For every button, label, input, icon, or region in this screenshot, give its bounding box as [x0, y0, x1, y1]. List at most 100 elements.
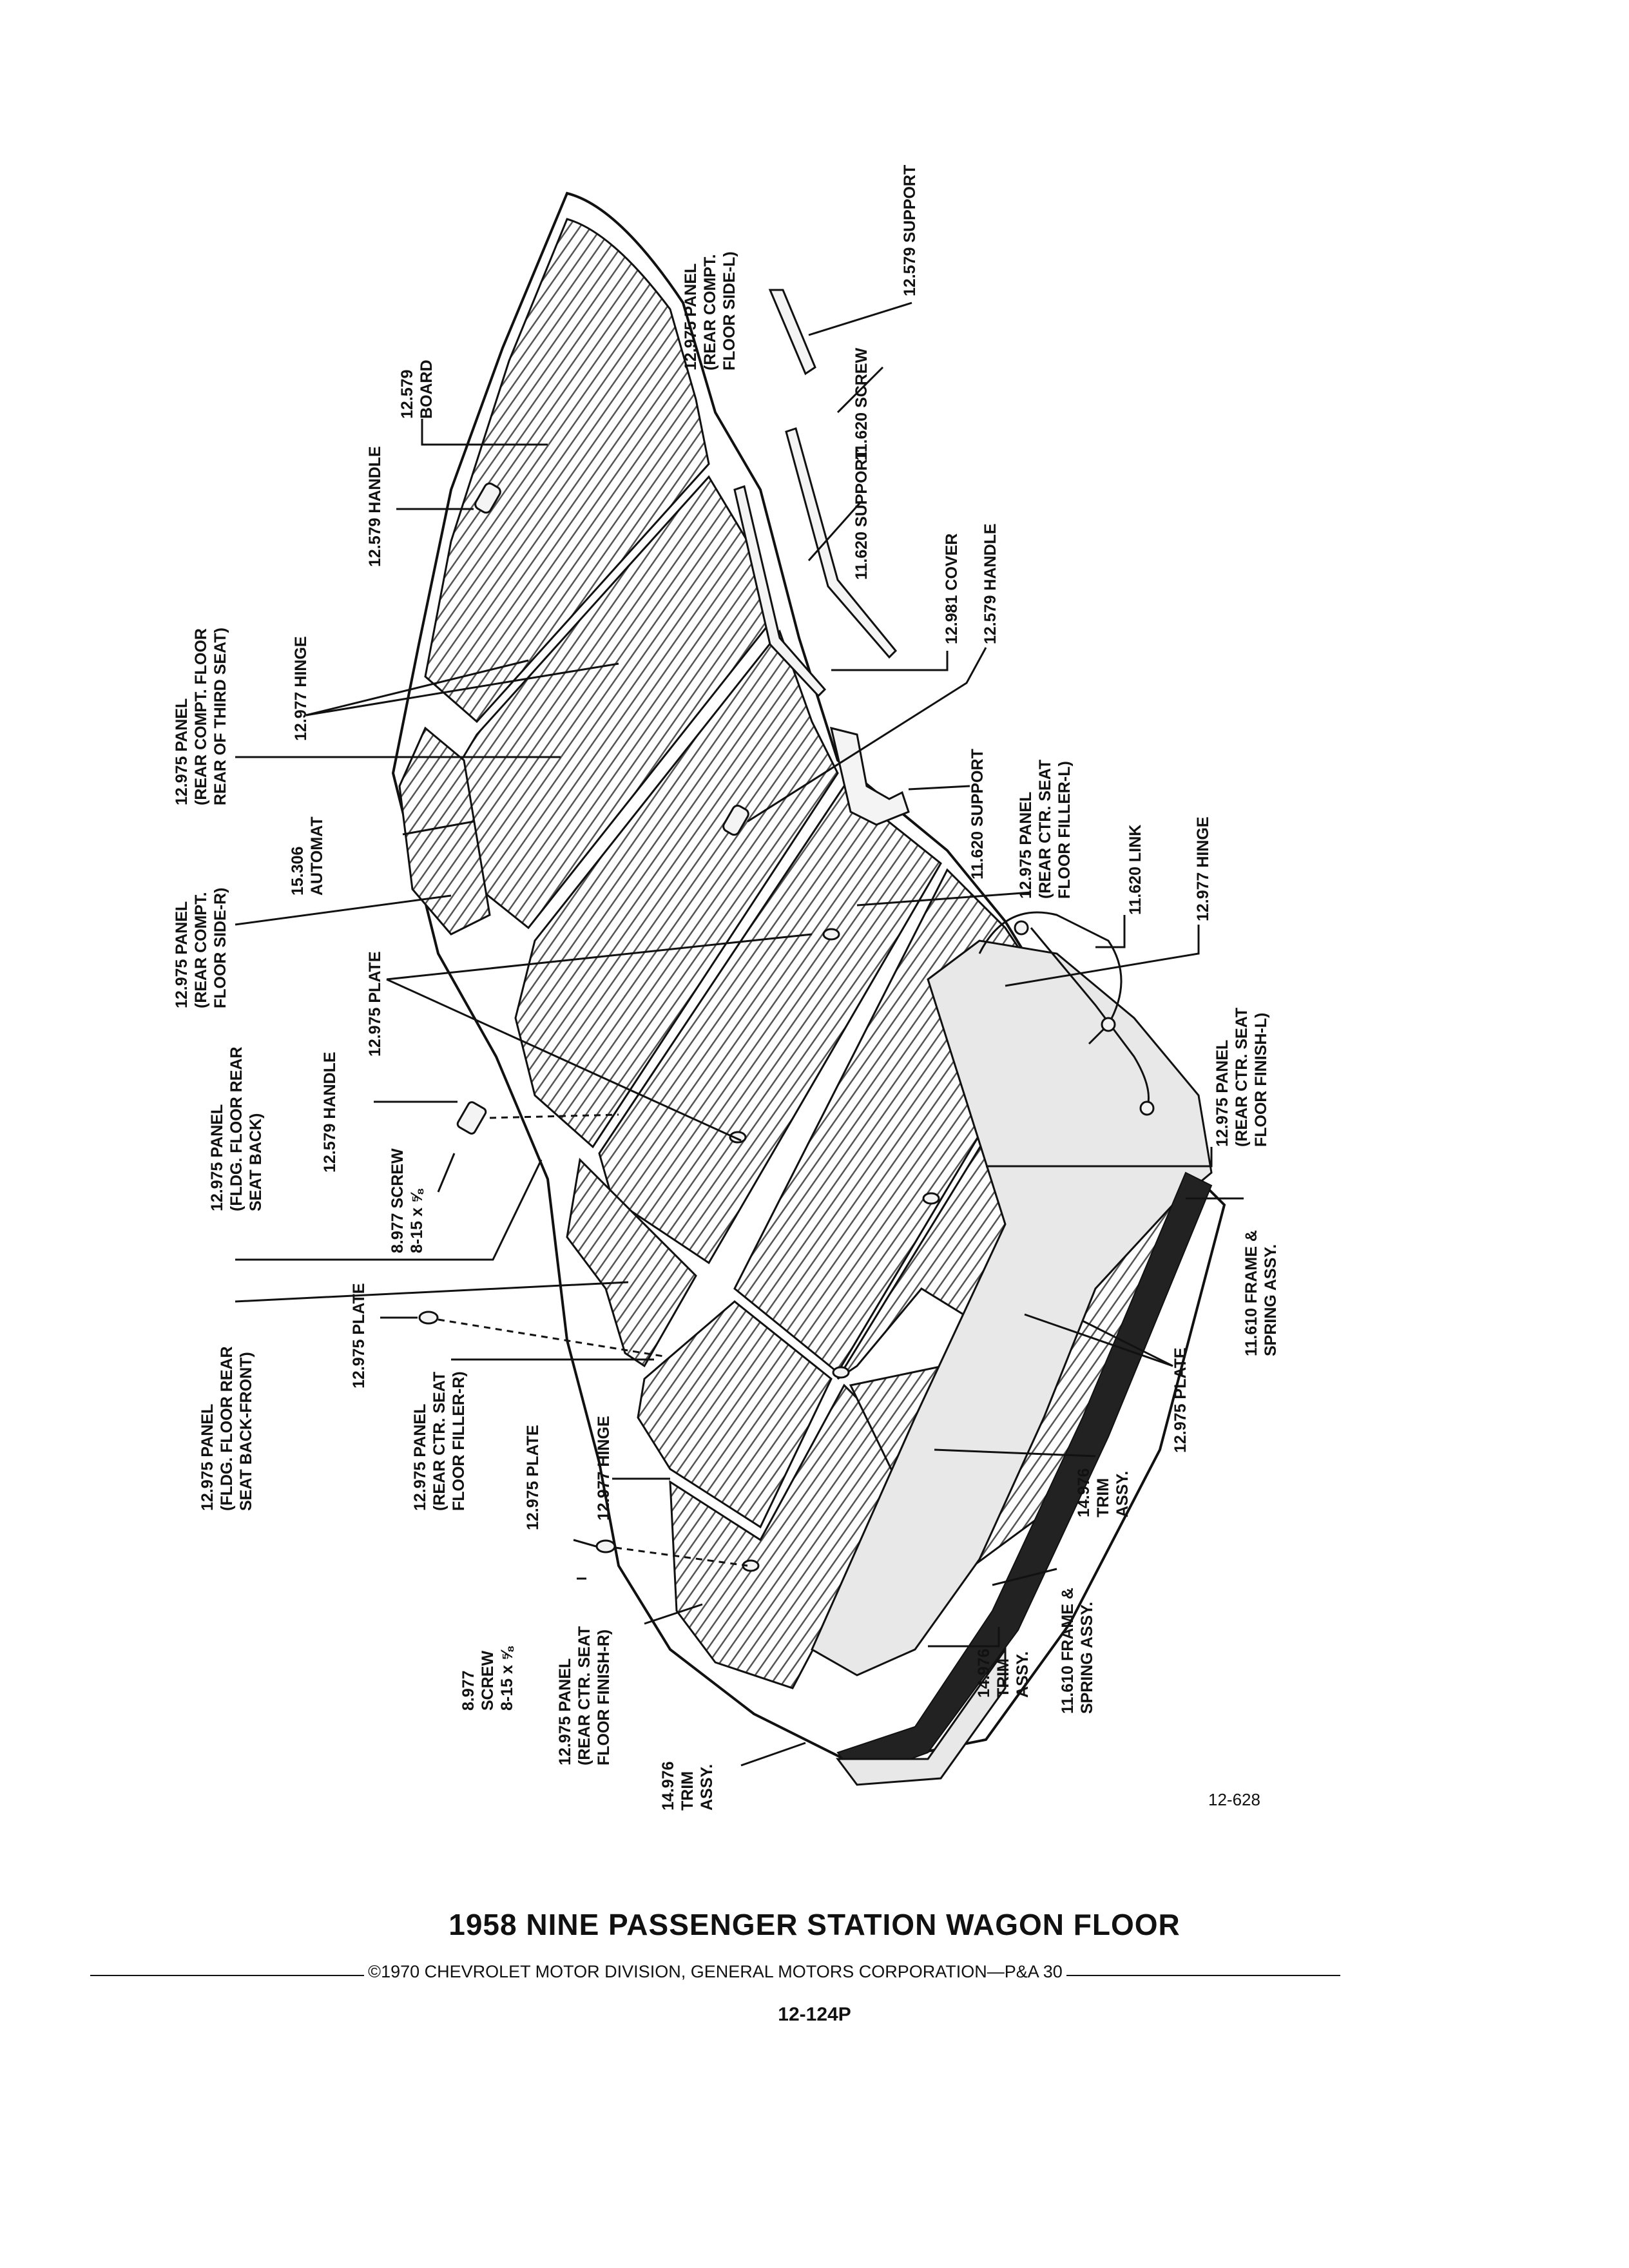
leader-trim-b [934, 1448, 1096, 1457]
leader-automat [402, 820, 474, 836]
leader-screw-a [437, 1153, 456, 1193]
link-pivot-1 [1014, 920, 1029, 936]
panel-side-r [398, 726, 491, 936]
plate-part-2 [595, 1539, 616, 1553]
leader-board [421, 419, 548, 446]
plate-part-1 [418, 1311, 439, 1325]
panel-filler-r [637, 1300, 833, 1529]
label-panel-filler-l: 12.975 PANEL (REAR CTR. SEAT FLOOR FILLE… [1017, 755, 1074, 899]
label-support-11620-b: 11.620 SUPPORT [969, 749, 987, 879]
label-board: 12.579 BOARD [398, 360, 436, 419]
leader-lines [235, 302, 1244, 1767]
page-code: 12-124P [778, 2004, 851, 2025]
plate-part-5 [832, 1366, 850, 1379]
panel-middle-2 [598, 784, 942, 1265]
leader-hinge-top-2 [305, 662, 619, 716]
plate-part-4 [822, 928, 840, 941]
leader-support-11620-b [908, 785, 970, 791]
seat-lower-trim [836, 1646, 1007, 1786]
label-plate-c: 12.975 PLATE [524, 1425, 542, 1530]
label-hinge-right: 12.977 HINGE [1194, 816, 1212, 921]
plate-part-6 [922, 1192, 940, 1205]
label-handle-right: 12.579 HANDLE [981, 523, 999, 644]
handle-right-part [722, 804, 749, 836]
label-plate-b: 12.975 PLATE [350, 1283, 368, 1389]
dash-plate-1 [438, 1318, 664, 1358]
label-plate-a: 12.975 PLATE [366, 951, 384, 1057]
callout-labels: 12.579 BOARD 12.579 HANDLE 12.975 PANEL … [173, 165, 1280, 1811]
figure-number: 12-628 [1208, 1790, 1260, 1809]
label-handle-left: 12.579 HANDLE [321, 1052, 339, 1173]
leader-frame-b [992, 1568, 1057, 1586]
label-handle-top: 12.579 HANDLE [366, 446, 384, 567]
label-panel-side-r: 12.975 PANEL (REAR COMPT. FLOOR SIDE-R) [173, 887, 229, 1008]
label-hinge-bottom: 12.977 HINGE [595, 1416, 613, 1521]
leader-hinge-top-1 [305, 659, 529, 716]
rule-left [90, 1974, 365, 1976]
label-panel-side-l: 12.975 PANEL (REAR COMPT. FLOOR SIDE-L) [682, 249, 738, 370]
leader-hinge-right [1005, 925, 1200, 987]
label-trim-b: 14.976 TRIM ASSY. [1075, 1464, 1132, 1517]
seat-cushion [811, 939, 1213, 1677]
leader-support-12579 [808, 302, 912, 336]
leader-plate-d-1 [1024, 1313, 1173, 1367]
leader-handle-right [747, 647, 987, 823]
screw-11620-part [785, 427, 898, 659]
label-frame-b: 11.610 FRAME & SPRING ASSY. [1059, 1583, 1096, 1714]
label-screw-11620: 11.620 SCREW [853, 348, 871, 461]
page-title: 1958 NINE PASSENGER STATION WAGON FLOOR [448, 1908, 1181, 1941]
label-panel-third-seat: 12.975 PANEL (REAR COMPT. FLOOR REAR OF … [173, 624, 229, 805]
support-11620-part [733, 485, 827, 698]
leader-fldg-front [235, 1281, 629, 1303]
leader-support-11620-a [807, 502, 862, 561]
label-panel-fldg-front: 12.975 PANEL (FLDG. FLOOR REAR SEAT BACK… [198, 1342, 255, 1511]
leader-finish-r [644, 1603, 703, 1625]
link-pivot-2 [1101, 1017, 1116, 1032]
label-automat: 15.306 AUTOMAT [289, 816, 326, 896]
rule-right [1066, 1974, 1340, 1976]
label-trim-a: 14.976 TRIM ASSY. [659, 1757, 716, 1811]
label-screw-b: 8.977 SCREW 8-15 x ⅝ [459, 1646, 516, 1711]
panel-middle-1 [514, 629, 839, 1149]
label-panel-fldg-back: 12.975 PANEL (FLDG. FLOOR REAR SEAT BACK… [208, 1043, 265, 1211]
support-11620-bracket [829, 726, 910, 826]
leader-plate-a-2 [386, 978, 742, 1142]
label-panel-finish-l: 12.975 PANEL (REAR CTR. SEAT FLOOR FINIS… [1213, 1003, 1270, 1147]
leader-filler-l [856, 891, 1032, 907]
leader-link [1095, 915, 1126, 948]
label-screw-a: 8.977 SCREW 8-15 x ⅝ [389, 1144, 426, 1253]
board-panel [424, 218, 710, 724]
leader-plate-d-2 [1082, 1320, 1173, 1367]
leader-trim-c [928, 1627, 1000, 1648]
leader-cover [831, 651, 949, 671]
label-panel-filler-r: 12.975 PANEL (REAR CTR. SEAT FLOOR FILLE… [411, 1367, 468, 1511]
label-plate-d: 12.975 PLATE [1171, 1347, 1190, 1453]
handle-left-part [456, 1101, 487, 1135]
dash-handle-left [489, 1113, 619, 1119]
floor-assembly-illustration [391, 191, 1226, 1786]
label-panel-finish-r: 12.975 PANEL (REAR CTR. SEAT FLOOR FINIS… [556, 1622, 613, 1765]
plate-part-3 [729, 1131, 747, 1144]
label-support-11620-a: 11.620 SUPPORT [853, 449, 871, 580]
leader-plate-a-1 [386, 933, 813, 981]
leader-fldg-back [235, 1159, 543, 1261]
support-12579-part [768, 289, 816, 376]
label-frame-a: 11.610 FRAME & SPRING ASSY. [1242, 1225, 1280, 1356]
leader-finish-l [986, 1147, 1213, 1168]
panel-back-front [566, 1157, 697, 1368]
label-support-12579: 12.579 SUPPORT [901, 165, 919, 296]
leader-trim-a [740, 1742, 806, 1767]
handle-top-part [474, 482, 501, 514]
copyright-line: ©1970 CHEVROLET MOTOR DIVISION, GENERAL … [90, 1962, 1340, 1982]
label-trim-c: 14.976 TRIM ASSY. [975, 1644, 1032, 1698]
link-pivot-3 [1139, 1100, 1155, 1116]
seat-link-frame [978, 911, 1123, 1045]
copyright-text: ©1970 CHEVROLET MOTOR DIVISION, GENERAL … [368, 1962, 1063, 1981]
label-link: 11.620 LINK [1126, 825, 1144, 915]
label-hinge-top: 12.977 HINGE [292, 636, 310, 741]
leader-plate-c [573, 1539, 597, 1548]
leader-screw-11620 [836, 366, 884, 414]
label-cover: 12.981 COVER [943, 533, 961, 644]
